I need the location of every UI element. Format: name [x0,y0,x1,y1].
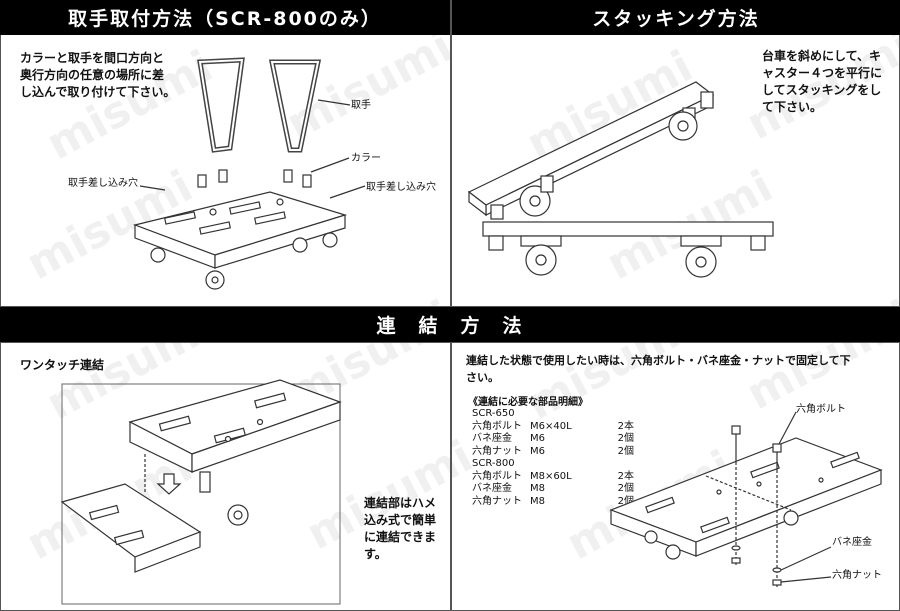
nut-label: 六角ナット [832,570,882,581]
hole-label-left: 取手差し込み穴 [68,178,138,189]
one-touch-note: 連結部はハメ 込み式で簡単 に連結できま す。 [364,496,437,561]
parts-row: バネ座金 M8 2 個 [472,483,634,494]
washer-label: バネ座金 [832,537,872,548]
stacking-illustration [467,81,774,278]
connection-panel-title: 連 結 方 法 [0,307,900,342]
one-touch-subtitle: ワンタッチ連結 [20,358,105,372]
model-name: SCR-800 [472,458,515,469]
hole-label-right: 取手差し込み穴 [366,182,436,193]
fixed-connection-illustration [609,411,883,587]
parts-list-title: 《連結に必要な部品明細》 [468,397,588,408]
collar-label: カラー [351,153,381,164]
parts-row: 六角ナット M6 2 個 [472,445,634,457]
parts-row: 六角ナット M8 2 個 [472,495,634,507]
one-touch-illustration [60,379,342,605]
handle-label: 取手 [351,100,371,111]
handle-panel-title: 取手取付方法（SCR-800のみ） [0,0,450,35]
handle-assembly-illustration [132,57,366,290]
parts-row: 六角ボルト M8×60L 2 本 [472,470,634,482]
stacking-panel-title: スタッキング方法 [452,0,900,35]
handle-instructions: カラーと取手を間口方向と 奥行方向の任意の場所に差 し込んで取り付けて下さい。 [20,51,176,99]
model-name: SCR-650 [472,408,515,419]
stacking-instructions: 台車を斜めにして、キ ャスター４つを平行に してスタッキングをし て下さい。 [762,49,883,114]
parts-row: 六角ボルト M6×40L 2 本 [472,420,634,432]
bolt-label: 六角ボルト [796,404,846,415]
parts-list: SCR-650 六角ボルト M6×40L 2 本 バネ座金 M6 2 個 六角ナ… [472,408,644,508]
parts-row: バネ座金 M6 2 個 [472,433,634,444]
fixed-instructions: 連結した状態で使用したい時は、六角ボルト・バネ座金・ナットで固定して下 さい。 [466,354,851,384]
